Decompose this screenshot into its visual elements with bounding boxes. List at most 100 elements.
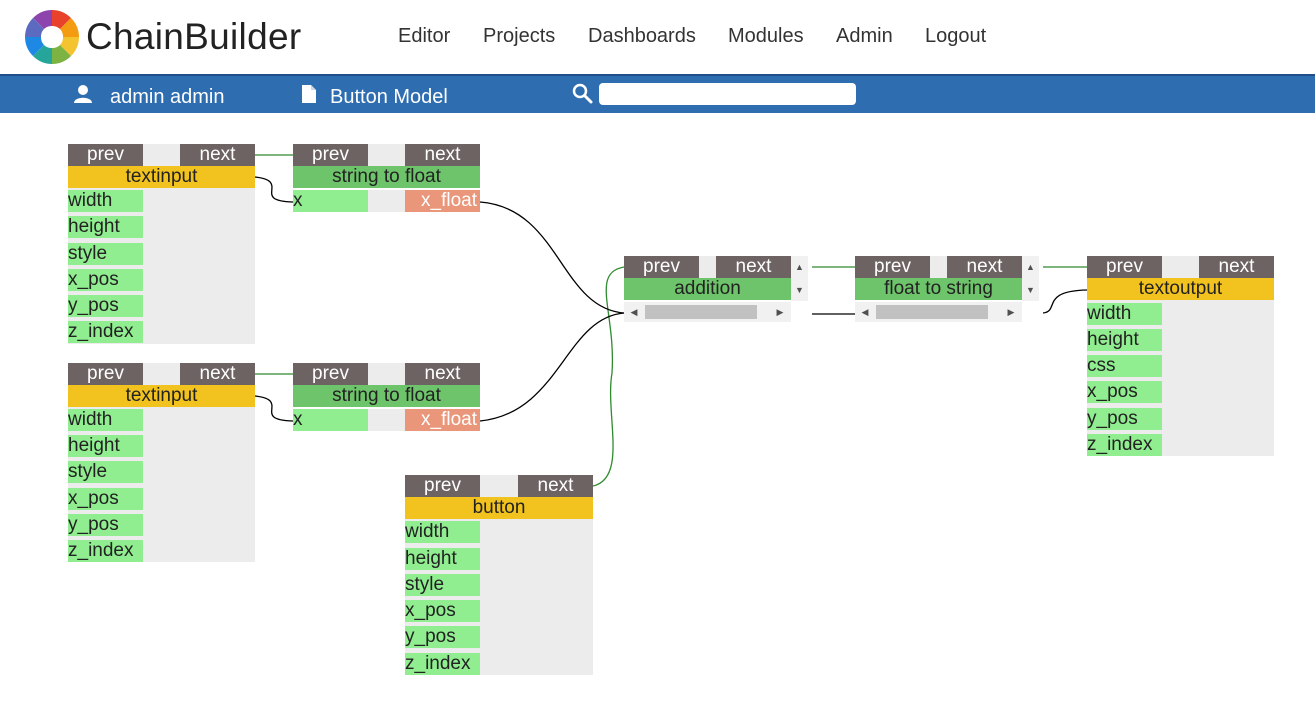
prev-port[interactable]: prev: [293, 144, 368, 166]
input-port-x-pos[interactable]: x_pos: [68, 488, 143, 510]
input-port-x[interactable]: x: [293, 190, 368, 212]
node-body: [405, 519, 593, 675]
user-toolbar: admin admin Button Model: [0, 74, 1315, 113]
node-header-gap: [930, 256, 947, 278]
next-port[interactable]: next: [180, 144, 255, 166]
node-header-gap: [480, 475, 518, 497]
input-port-css[interactable]: css: [1087, 355, 1162, 377]
scroll-right-icon[interactable]: ▶: [1007, 307, 1015, 317]
input-port-style[interactable]: style: [405, 574, 480, 596]
prev-port[interactable]: prev: [293, 363, 368, 385]
input-port-style[interactable]: style: [68, 461, 143, 483]
scroll-left-icon[interactable]: ◀: [630, 307, 638, 317]
logo-wheel-icon: [25, 10, 79, 64]
input-port-width[interactable]: width: [68, 190, 143, 212]
input-port-z-index[interactable]: z_index: [1087, 434, 1162, 456]
input-port-style[interactable]: style: [68, 243, 143, 265]
next-port[interactable]: next: [518, 475, 593, 497]
nav-dashboards[interactable]: Dashboards: [588, 25, 696, 47]
next-port[interactable]: next: [180, 363, 255, 385]
data-wire: [254, 395, 294, 422]
input-port-height[interactable]: height: [1087, 329, 1162, 351]
node-header-gap: [143, 144, 180, 166]
scroll-down-icon[interactable]: ▼: [1026, 285, 1035, 295]
prev-port[interactable]: prev: [405, 475, 480, 497]
node-header-gap: [699, 256, 716, 278]
input-port-y-pos[interactable]: y_pos: [68, 514, 143, 536]
node-title[interactable]: textinput: [68, 166, 255, 188]
nav-editor[interactable]: Editor: [398, 25, 451, 47]
node-title[interactable]: textinput: [68, 385, 255, 407]
app-name: ChainBuilder: [86, 16, 302, 57]
input-port-z-index[interactable]: z_index: [68, 540, 143, 562]
input-port-width[interactable]: width: [405, 521, 480, 543]
horizontal-scrollbar[interactable]: ◀ ▶: [624, 302, 791, 322]
node-title[interactable]: button: [405, 497, 593, 519]
input-port-y-pos[interactable]: y_pos: [405, 626, 480, 648]
input-port-x-pos[interactable]: x_pos: [1087, 381, 1162, 403]
search-icon[interactable]: [572, 83, 594, 105]
input-port-z-index[interactable]: z_index: [405, 653, 480, 675]
chain-canvas[interactable]: prev next textinput width height style x…: [0, 113, 1315, 725]
input-port-height[interactable]: height: [68, 435, 143, 457]
horizontal-scrollbar[interactable]: ◀ ▶: [855, 302, 1022, 322]
input-port-x-pos[interactable]: x_pos: [68, 269, 143, 291]
input-port-height[interactable]: height: [68, 216, 143, 238]
scroll-down-icon[interactable]: ▼: [795, 285, 804, 295]
scrollbar-thumb[interactable]: [876, 305, 988, 319]
output-port-x-float[interactable]: x_float: [405, 409, 480, 431]
prev-port[interactable]: prev: [1087, 256, 1162, 278]
input-port-x[interactable]: x: [293, 409, 368, 431]
data-wire: [254, 176, 294, 203]
node-body: [68, 407, 255, 562]
input-port-z-index[interactable]: z_index: [68, 321, 143, 343]
node-header-gap: [368, 144, 405, 166]
nav-projects[interactable]: Projects: [483, 25, 556, 47]
scroll-up-icon[interactable]: ▲: [1026, 262, 1035, 272]
next-port[interactable]: next: [716, 256, 791, 278]
node-title[interactable]: string to float: [293, 385, 480, 407]
nav-logout[interactable]: Logout: [925, 25, 987, 47]
node-title[interactable]: addition: [624, 278, 791, 300]
user-name[interactable]: admin admin: [110, 86, 225, 108]
data-wire: [1042, 289, 1088, 314]
top-header: ChainBuilder Editor Projects Dashboards …: [0, 0, 1315, 74]
next-port[interactable]: next: [947, 256, 1022, 278]
input-port-width[interactable]: width: [1087, 303, 1162, 325]
node-title[interactable]: float to string: [855, 278, 1022, 300]
connection-wires: [254, 154, 1088, 487]
vertical-scrollbar[interactable]: ▲ ▼: [791, 256, 808, 301]
vertical-scrollbar[interactable]: ▲ ▼: [1022, 256, 1039, 301]
user-icon: [74, 85, 92, 103]
search-input[interactable]: [599, 83, 856, 105]
scroll-left-icon[interactable]: ◀: [861, 307, 869, 317]
scrollbar-thumb[interactable]: [645, 305, 757, 319]
prev-port[interactable]: prev: [855, 256, 930, 278]
model-name[interactable]: Button Model: [330, 86, 448, 108]
prev-port[interactable]: prev: [68, 144, 143, 166]
app-logo[interactable]: ChainBuilder: [24, 9, 314, 65]
node-title[interactable]: string to float: [293, 166, 480, 188]
scroll-up-icon[interactable]: ▲: [795, 262, 804, 272]
input-port-y-pos[interactable]: y_pos: [1087, 408, 1162, 430]
node-body: [68, 188, 255, 344]
node-body: [1087, 300, 1274, 456]
scroll-right-icon[interactable]: ▶: [776, 307, 784, 317]
input-port-height[interactable]: height: [405, 548, 480, 570]
next-port[interactable]: next: [405, 144, 480, 166]
nav-modules[interactable]: Modules: [728, 25, 804, 47]
node-title[interactable]: textoutput: [1087, 278, 1274, 300]
input-port-x-pos[interactable]: x_pos: [405, 600, 480, 622]
input-port-width[interactable]: width: [68, 409, 143, 431]
prev-port[interactable]: prev: [624, 256, 699, 278]
prev-port[interactable]: prev: [68, 363, 143, 385]
flow-wire: [592, 266, 625, 487]
next-port[interactable]: next: [405, 363, 480, 385]
input-port-y-pos[interactable]: y_pos: [68, 295, 143, 317]
node-header-gap: [143, 363, 180, 385]
nav-admin[interactable]: Admin: [836, 25, 893, 47]
next-port[interactable]: next: [1199, 256, 1274, 278]
output-port-x-float[interactable]: x_float: [405, 190, 480, 212]
node-header-gap: [368, 363, 405, 385]
document-icon: [302, 85, 316, 103]
